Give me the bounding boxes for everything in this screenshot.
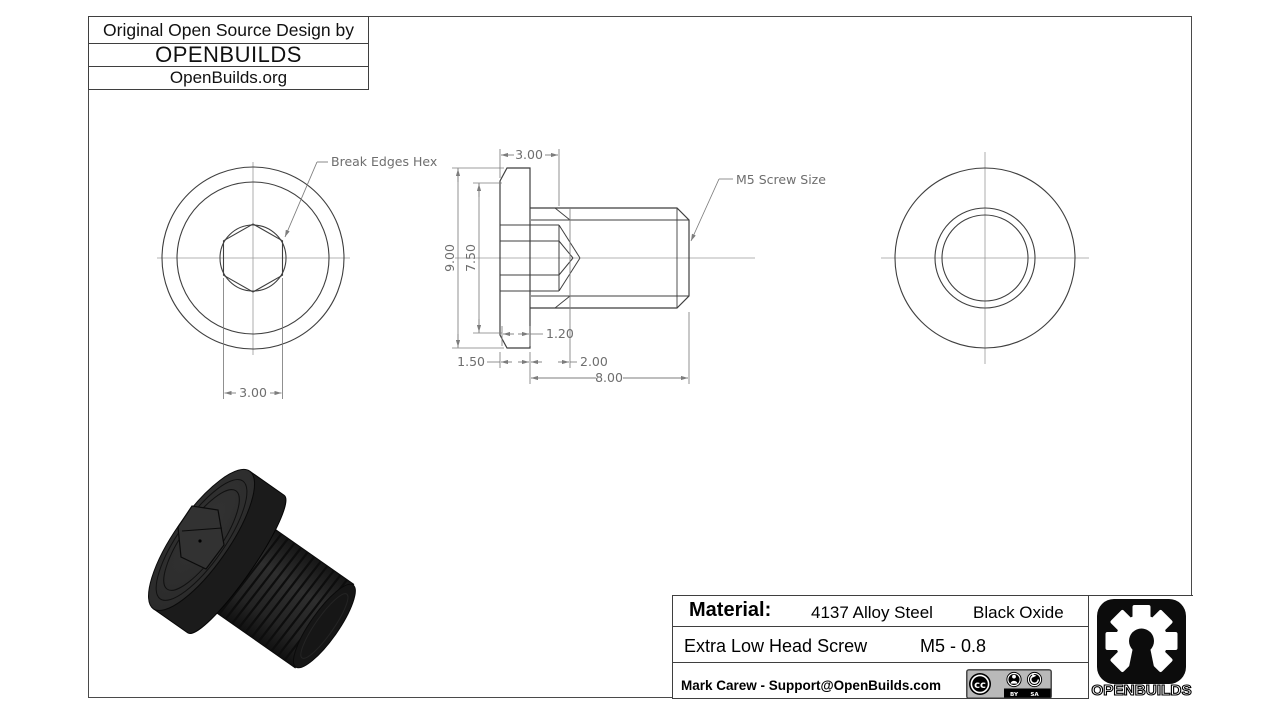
screw-hex-socket-3d (177, 505, 225, 570)
part-name: Extra Low Head Screw (684, 636, 868, 656)
rendered-screw-3d (148, 468, 356, 669)
thread-spec: M5 - 0.8 (920, 636, 987, 656)
material-value: 4137 Alloy Steel (811, 603, 933, 622)
front-head-outer-circle (161, 166, 345, 350)
cc-icon (969, 673, 991, 695)
material-block: Material: 4137 Alloy Steel Black Oxide E… (672, 595, 1088, 699)
front-view (157, 162, 350, 355)
material-row: Material: 4137 Alloy Steel Black Oxide (673, 596, 1088, 627)
material-label: Material: (689, 599, 772, 621)
front-view-dimension (223, 278, 283, 399)
side-view (455, 167, 755, 349)
dim-head-thickness: 1.50 (457, 354, 485, 369)
break-edges-note: Break Edges Hex (331, 154, 437, 169)
break-edges-leader (284, 161, 328, 238)
end-thread-minor-circle (941, 214, 1029, 302)
openbuilds-gear-logo-icon (1097, 599, 1186, 684)
dim-thread-length: 8.00 (595, 370, 623, 385)
dim-face-diameter: 7.50 (463, 244, 478, 272)
side-head-outline (499, 167, 531, 349)
end-view (881, 152, 1089, 364)
cc-sa-label: SA (1030, 692, 1039, 698)
svg-text:cc: cc (974, 680, 986, 691)
title-credit-line: Original Open Source Design by (89, 17, 368, 44)
end-thread-major-circle (934, 207, 1036, 309)
side-shaft-outline (530, 207, 690, 309)
contact-line: Mark Carew - Support@OpenBuilds.com (681, 678, 941, 693)
openbuilds-logo-box: OPENBUILDS (1088, 595, 1193, 700)
cc-by-label: BY (1010, 692, 1019, 698)
title-block: Original Open Source Design by OPENBUILD… (88, 16, 369, 90)
cc-by-icon (1006, 671, 1022, 688)
cc-by-sa-badge: cc BY SA (966, 669, 1052, 699)
m5-screw-size-note: M5 Screw Size (736, 172, 826, 187)
dim-front-socket-width: 3.00 (239, 385, 267, 400)
dim-socket-depth: 1.20 (546, 326, 574, 341)
front-head-face-circle (176, 181, 330, 335)
drawing-frame-border (88, 16, 1192, 698)
front-hex-socket (222, 223, 284, 293)
side-view-dimensions (452, 149, 733, 384)
side-hex-socket-lines (500, 224, 581, 292)
finish-value: Black Oxide (973, 603, 1064, 622)
dim-head-diameter: 9.00 (442, 244, 457, 272)
screw-tip-face (293, 583, 356, 669)
title-website: OpenBuilds.org (169, 68, 288, 87)
title-brand: OPENBUILDS (89, 42, 368, 67)
contact-row: Mark Carew - Support@OpenBuilds.com cc (673, 663, 1088, 699)
openbuilds-logo-text: OPENBUILDS (1091, 681, 1192, 699)
part-name-row: Extra Low Head Screw M5 - 0.8 (673, 627, 1088, 663)
dim-head-to-socket: 3.00 (515, 147, 543, 162)
dim-thread-runout: 2.00 (580, 354, 608, 369)
end-head-circle (894, 167, 1076, 349)
cc-sa-icon (1026, 671, 1043, 688)
front-socket-break-circle (219, 224, 287, 292)
